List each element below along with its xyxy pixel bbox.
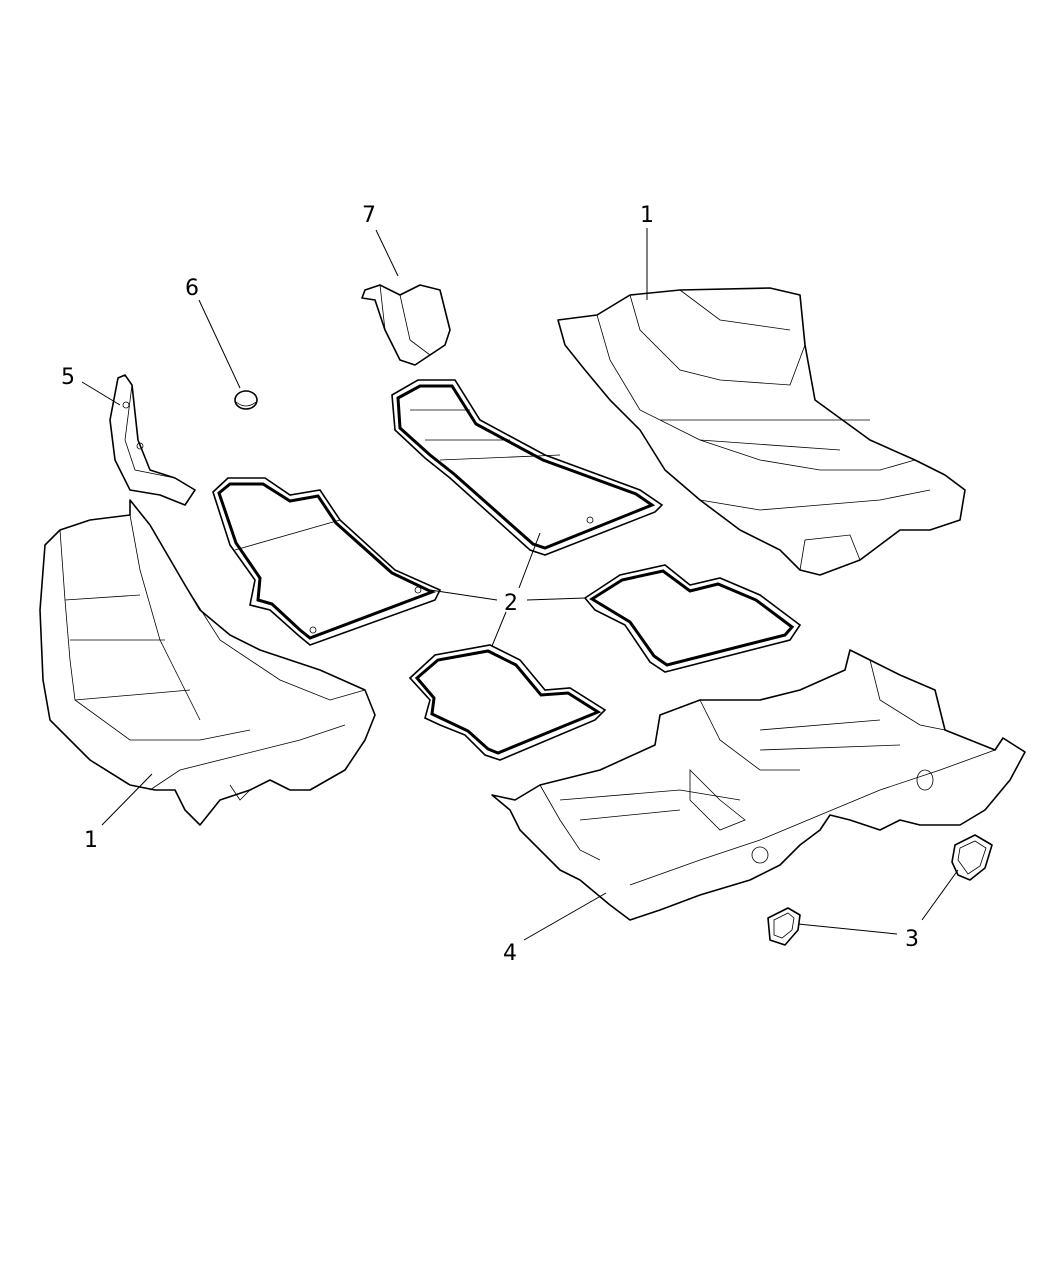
callout-1-bottom: 1: [84, 828, 98, 853]
leader-1-bottom: [101, 773, 153, 826]
callout-4: 4: [503, 941, 517, 966]
leader-5: [81, 381, 121, 406]
callout-6: 6: [185, 276, 199, 301]
callout-2: 2: [504, 591, 518, 616]
part-2-mat-front-left: [212, 477, 442, 646]
leader-lines: [81, 228, 959, 941]
leader-3-a: [797, 923, 898, 935]
part-1-carpet-right: [557, 287, 966, 576]
leader-2-a: [429, 589, 498, 601]
part-3-cover-left: [767, 907, 801, 946]
callout-5: 5: [61, 365, 75, 390]
part-1-carpet-left: [39, 499, 376, 826]
part-4-carpet-rear: [491, 649, 1026, 921]
leader-6: [198, 299, 241, 389]
leader-2-b: [526, 597, 586, 601]
leader-3-b: [921, 869, 959, 921]
leader-2-d: [518, 532, 541, 589]
leader-2-c: [491, 611, 507, 647]
part-3-cover-right: [951, 834, 993, 881]
part-2-mat-front-right: [391, 379, 664, 556]
callout-1-top: 1: [640, 203, 654, 228]
part-6-plug: [234, 390, 258, 410]
leader-7: [375, 229, 399, 277]
part-7-bracket: [361, 284, 451, 366]
leader-4: [523, 892, 607, 941]
part-2-mat-rear-right: [583, 564, 802, 673]
part-2-mat-rear-left: [408, 644, 607, 761]
callout-3: 3: [905, 927, 919, 952]
callout-7: 7: [362, 203, 376, 228]
part-5-bracket: [109, 374, 196, 506]
